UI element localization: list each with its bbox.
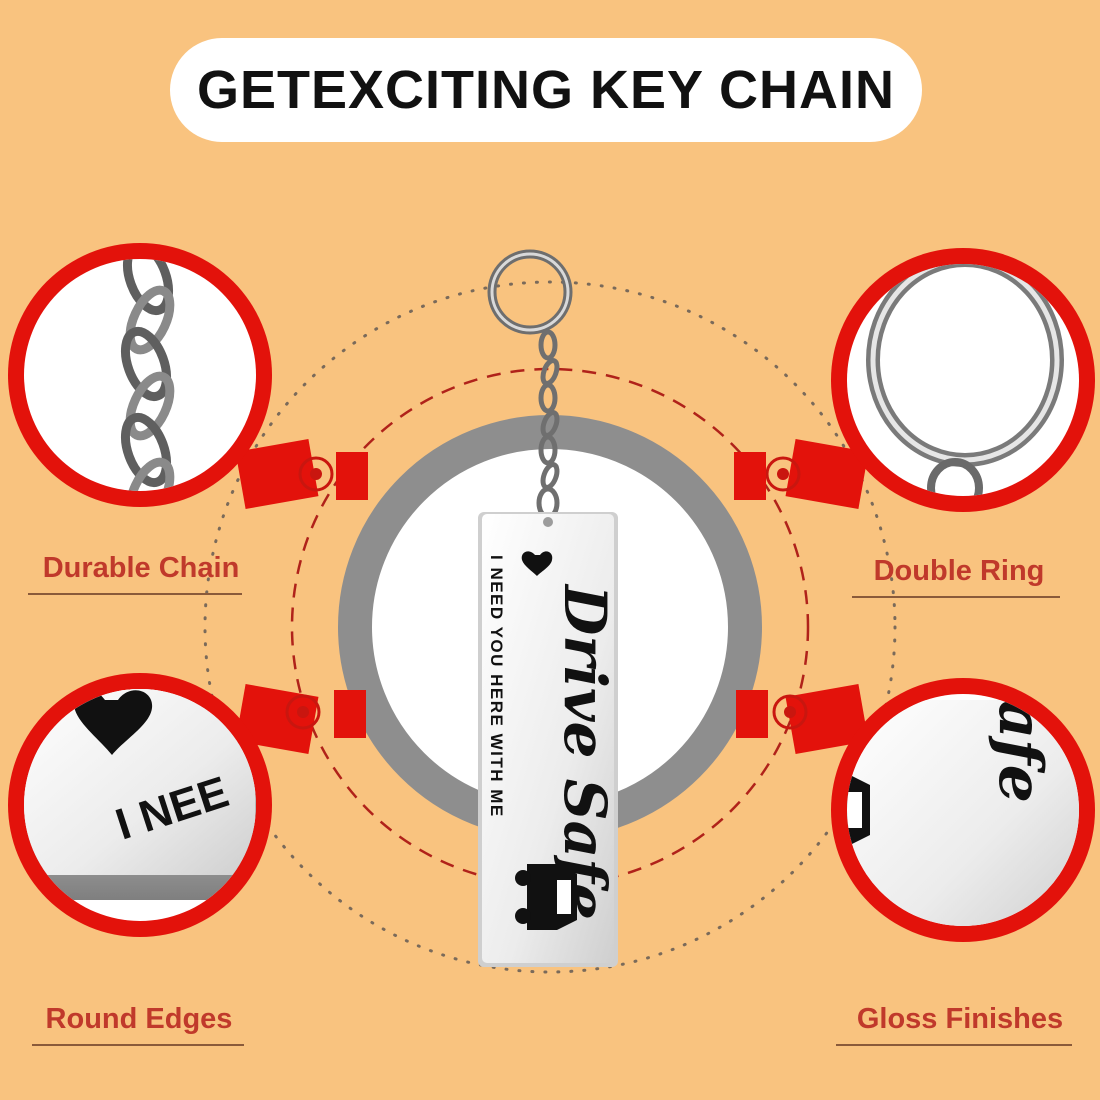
rounded-edge-icon: I NEE [24, 689, 256, 900]
page-title: GETEXCITING KEY CHAIN [196, 60, 896, 120]
car-icon [847, 770, 870, 850]
chain-links-icon [120, 259, 175, 491]
zoom-durable-chain [8, 243, 272, 507]
zoom-gloss-finish: afe [831, 678, 1095, 942]
label-underline [28, 593, 242, 595]
feature-label-round-edges: Round Edges [45, 1003, 233, 1035]
keychain-tag: Drive Safe I NEED YOU HERE WITH ME [478, 512, 619, 967]
tag-script-text: Drive Safe [551, 583, 619, 920]
label-underline [836, 1044, 1072, 1046]
zoom-double-ring [831, 248, 1095, 512]
feature-label-gloss-finishes: Gloss Finishes [856, 1003, 1064, 1035]
title-banner: GETEXCITING KEY CHAIN [170, 38, 922, 142]
car-icon [515, 864, 577, 930]
zoom-round-edges: I NEE [8, 673, 272, 937]
dashed-inner-ring [290, 367, 810, 887]
tag-tagline: I NEED YOU HERE WITH ME [487, 555, 506, 818]
heart-icon [74, 689, 153, 755]
gloss-surface-icon: afe [847, 700, 1079, 926]
label-underline [852, 596, 1060, 598]
heart-icon [521, 551, 553, 576]
feature-label-double-ring: Double Ring [873, 555, 1045, 587]
label-underline [32, 1044, 244, 1046]
connectors [235, 439, 869, 754]
split-ring-icon [866, 264, 1064, 496]
feature-label-durable-chain: Durable Chain [42, 552, 240, 584]
keychain-chain [536, 329, 560, 520]
dotted-outer-ring [203, 280, 897, 974]
